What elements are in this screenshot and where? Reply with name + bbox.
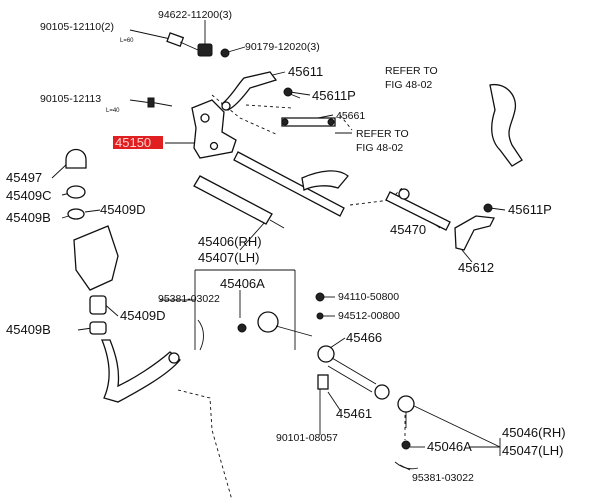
bushing-45409b (67, 208, 85, 220)
bolt-90179-12020 (220, 48, 230, 58)
idler-bracket (73, 225, 119, 291)
clamp-45461 (317, 374, 329, 390)
dust-cover-45497 (65, 148, 87, 169)
label-95381-03022-left: 95381-03022 (158, 293, 220, 305)
label-fig-2: FIG 48-02 (356, 142, 403, 154)
label-90179-12020: 90179-12020(3) (245, 41, 320, 53)
label-45612: 45612 (458, 260, 494, 275)
label-45150-highlighted: 45150 (115, 135, 151, 150)
tie-rod-end-45406a (237, 311, 313, 337)
center-link (233, 151, 345, 217)
label-refer-to-1: REFER TO (385, 65, 438, 77)
arm-45611 (221, 71, 278, 111)
idler-arm-45406 (89, 295, 181, 403)
label-45407: 45407(LH) (198, 250, 259, 265)
leader-lines (51, 20, 506, 471)
grease-fitting (315, 292, 325, 320)
label-45611p-top: 45611P (312, 88, 356, 103)
label-fig-1: FIG 48-02 (385, 79, 432, 91)
label-45409c: 45409C (6, 188, 52, 203)
dashed-guides (177, 94, 406, 500)
tie-rod-end-45046 (374, 384, 415, 450)
label-45409d-low: 45409D (120, 308, 166, 323)
label-45461: 45461 (336, 406, 372, 421)
cotter-pin-left (197, 319, 204, 351)
cotter-pin-right (394, 461, 419, 470)
label-45046: 45046(RH) (502, 425, 566, 440)
nut-94622-11200 (197, 43, 213, 57)
label-90105-12110-sub: L=60 (120, 38, 134, 44)
label-90105-12113: 90105-12113 (40, 93, 101, 105)
knuckle-top-right (489, 83, 523, 167)
label-94622-11200: 94622-11200(3) (158, 9, 232, 21)
label-45047: 45047(LH) (502, 443, 563, 458)
label-45409b-low: 45409B (6, 322, 51, 337)
label-45497: 45497 (6, 170, 42, 185)
link-45661 (281, 117, 336, 127)
damper-rod (193, 175, 285, 229)
label-45406a: 45406A (220, 276, 265, 291)
label-45406: 45406(RH) (198, 234, 262, 249)
tube-45466 (317, 345, 377, 393)
label-45409b: 45409B (6, 210, 51, 225)
arm-45612 (454, 215, 495, 251)
joint-45611p-top (283, 87, 301, 99)
label-45409d-top: 45409D (100, 202, 146, 217)
label-45046a: 45046A (427, 439, 472, 454)
label-45661: 45661 (336, 110, 365, 122)
label-90105-12110: 90105-12110(2) (40, 21, 114, 33)
label-90101-08057: 90101-08057 (276, 432, 338, 444)
labels: 90105-12110(2) L=60 94622-11200(3) 90179… (6, 9, 566, 484)
bracket-45150 (191, 99, 237, 159)
bolt-90105-12113 (147, 97, 173, 108)
label-45470: 45470 (390, 222, 426, 237)
bolt-90105-12110 (166, 32, 199, 51)
bushing-45409c (66, 185, 86, 199)
label-45466: 45466 (346, 330, 382, 345)
label-94512-00800: 94512-00800 (338, 310, 400, 322)
highlight-box (113, 136, 163, 149)
label-refer-to-2: REFER TO (356, 128, 409, 140)
label-95381-03022-right: 95381-03022 (412, 472, 474, 484)
label-45611: 45611 (288, 64, 323, 79)
joint-45611p-right (483, 203, 493, 213)
label-90105-12113-sub: L=40 (106, 108, 120, 114)
plate-bracket (301, 170, 349, 191)
label-45611p-right: 45611P (508, 202, 552, 217)
label-94110-50800: 94110-50800 (338, 291, 399, 303)
right-tie-rod-45470 (385, 188, 451, 231)
